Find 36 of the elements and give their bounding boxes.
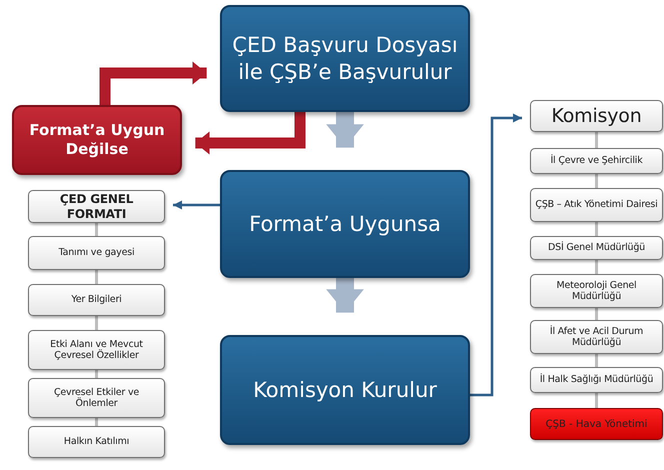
process-box: ÇED Başvuru Dosyası ile ÇŞB’e Başvurulur <box>220 5 470 112</box>
connector-line <box>595 222 598 236</box>
block-arrow <box>326 278 364 313</box>
heading-box: Komisyon <box>530 100 663 132</box>
connector-line <box>95 418 98 426</box>
connector-line <box>595 174 598 188</box>
list-box: İl Halk Sağlığı Müdürlüğü <box>530 367 663 393</box>
list-box: Halkın Katılımı <box>28 426 165 458</box>
list-box: İl Çevre ve Şehircilik <box>530 148 663 174</box>
block-arrow <box>326 112 364 148</box>
process-box: Format’a Uygunsa <box>220 170 470 278</box>
arrow <box>470 114 522 396</box>
list-box: Yer Bilgileri <box>28 284 165 316</box>
connector-line <box>595 308 598 320</box>
connector-line <box>595 354 598 367</box>
list-box: ÇŞB – Atık Yönetimi Dairesi <box>530 188 663 222</box>
list-box: Çevresel Etkiler ve Önlemler <box>28 378 165 418</box>
block-arrow <box>100 61 207 105</box>
connector-line <box>595 393 598 408</box>
list-box: DSİ Genel Müdürlüğü <box>530 236 663 260</box>
process-box: Komisyon Kurulur <box>220 335 470 445</box>
list-box: Etki Alanı ve Mevcut Çevresel Özellikler <box>28 330 165 370</box>
list-box: ÇŞB - Hava Yönetimi <box>530 408 663 440</box>
list-box: Tanımı ve gayesi <box>28 236 165 270</box>
list-box: Meteoroloji Genel Müdürlüğü <box>530 274 663 308</box>
heading-box: ÇED GENEL FORMATI <box>28 190 165 223</box>
connector-line <box>95 370 98 378</box>
connector-line <box>595 260 598 274</box>
decision-box: Format’a Uygun Değilse <box>12 105 182 175</box>
arrow <box>173 200 220 210</box>
connector-line <box>95 316 98 330</box>
list-box: İl Afet ve Acil Durum Müdürlüğü <box>530 320 663 354</box>
connector-line <box>95 270 98 284</box>
block-arrow <box>195 112 306 155</box>
connector-line <box>95 223 98 236</box>
connector-line <box>595 132 598 148</box>
